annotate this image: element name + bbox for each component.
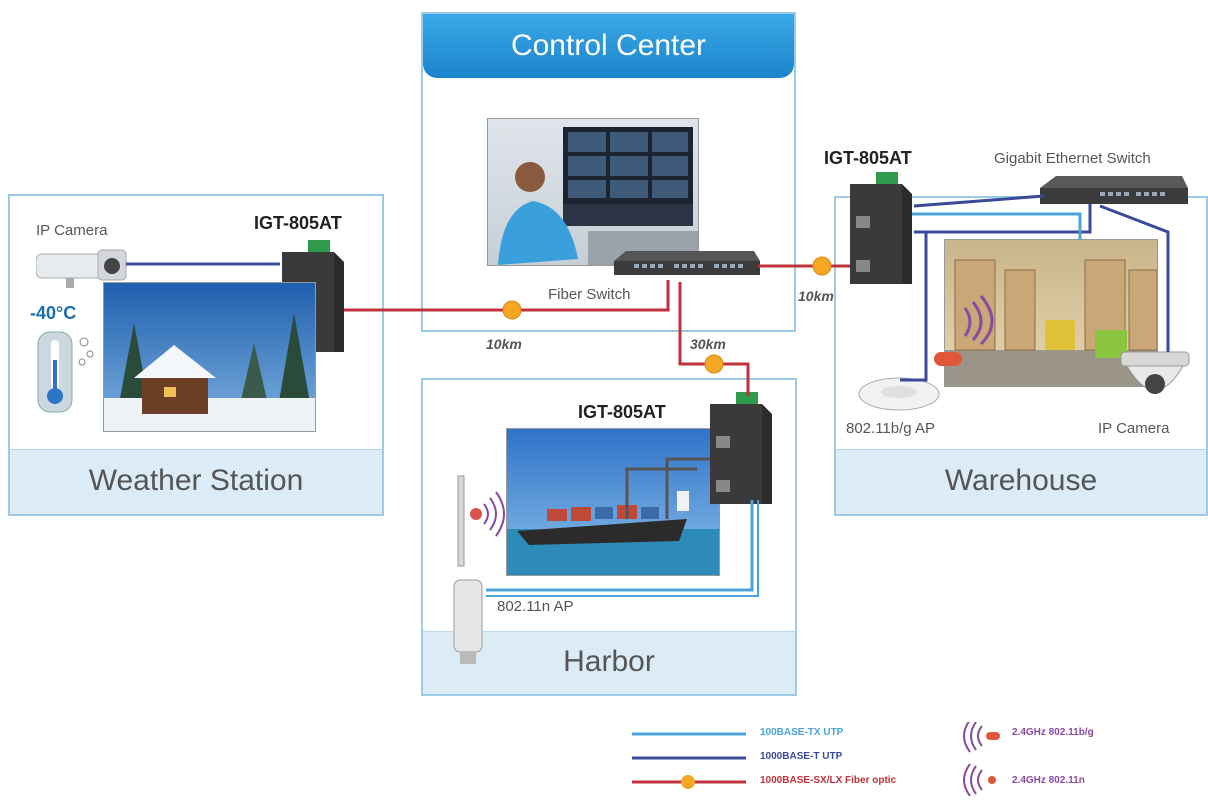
harbor-title: Harbor: [423, 631, 795, 694]
gigabit-switch-icon: [1040, 172, 1188, 210]
harbor-ship-photo: [506, 428, 720, 576]
media-converter-icon-harbor: [706, 392, 774, 508]
outdoor-ap-icon: [444, 470, 524, 670]
control-center-title: Control Center: [423, 14, 794, 78]
legend-wifi-bg-label: 2.4GHz 802.11b/g: [1012, 727, 1094, 738]
wifi-tag-icon: [934, 352, 962, 366]
ap-label-harbor: 802.11n AP: [497, 598, 574, 615]
legend-fast-utp-label: 100BASE-TX UTP: [760, 727, 844, 738]
dome-camera-icon: [1117, 346, 1193, 416]
distance-label-weather: 10km: [486, 336, 522, 352]
warehouse-image: [945, 259, 1157, 386]
ceiling-ap-icon: [857, 372, 941, 412]
snow-cabin-photo: [103, 282, 316, 432]
gigabit-switch-label: Gigabit Ethernet Switch: [994, 150, 1151, 167]
ip-camera-label-weather: IP Camera: [36, 222, 108, 239]
model-label-harbor: IGT-805AT: [578, 402, 666, 422]
weather-station-title: Weather Station: [10, 449, 382, 514]
legend-wifi-n-icon: [963, 763, 983, 796]
control-center-panel: Control Center: [421, 12, 796, 332]
fiber-switch-label: Fiber Switch: [548, 286, 631, 303]
legend-wifi-n-label: 2.4GHz 802.11n: [1012, 775, 1085, 786]
thermometer-icon: [34, 330, 98, 414]
legend-fiber-label: 1000BASE-SX/LX Fiber optic: [760, 775, 897, 786]
model-label-weather: IGT-805AT: [254, 213, 342, 233]
control-room-photo: [487, 118, 699, 266]
legend-fiber-marker: [681, 775, 695, 789]
control-room-image: [498, 127, 698, 265]
media-converter-icon-warehouse: [846, 172, 914, 288]
ip-camera-label-warehouse: IP Camera: [1098, 420, 1170, 437]
legend-gigabit-utp-label: 1000BASE-T UTP: [760, 751, 843, 762]
fiber-switch-icon: [614, 247, 760, 279]
harbor-ship-image: [507, 457, 719, 575]
legend-wifi-bg-icon: [963, 722, 983, 753]
fiber-marker-warehouse: [812, 256, 832, 276]
warehouse-title: Warehouse: [836, 449, 1206, 514]
snow-cabin-image: [104, 313, 315, 431]
distance-label-harbor: 30km: [690, 336, 726, 352]
model-label-warehouse: IGT-805AT: [824, 148, 912, 168]
temperature-label: -40°C: [30, 303, 77, 323]
legend: 100BASE-TX UTP 1000BASE-T UTP 1000BASE-S…: [630, 722, 1190, 796]
ap-label-warehouse: 802.11b/g AP: [846, 420, 935, 437]
ip-camera-icon-weather: [35, 244, 128, 290]
distance-label-warehouse: 10km: [798, 288, 834, 304]
fiber-marker-harbor: [704, 354, 724, 374]
